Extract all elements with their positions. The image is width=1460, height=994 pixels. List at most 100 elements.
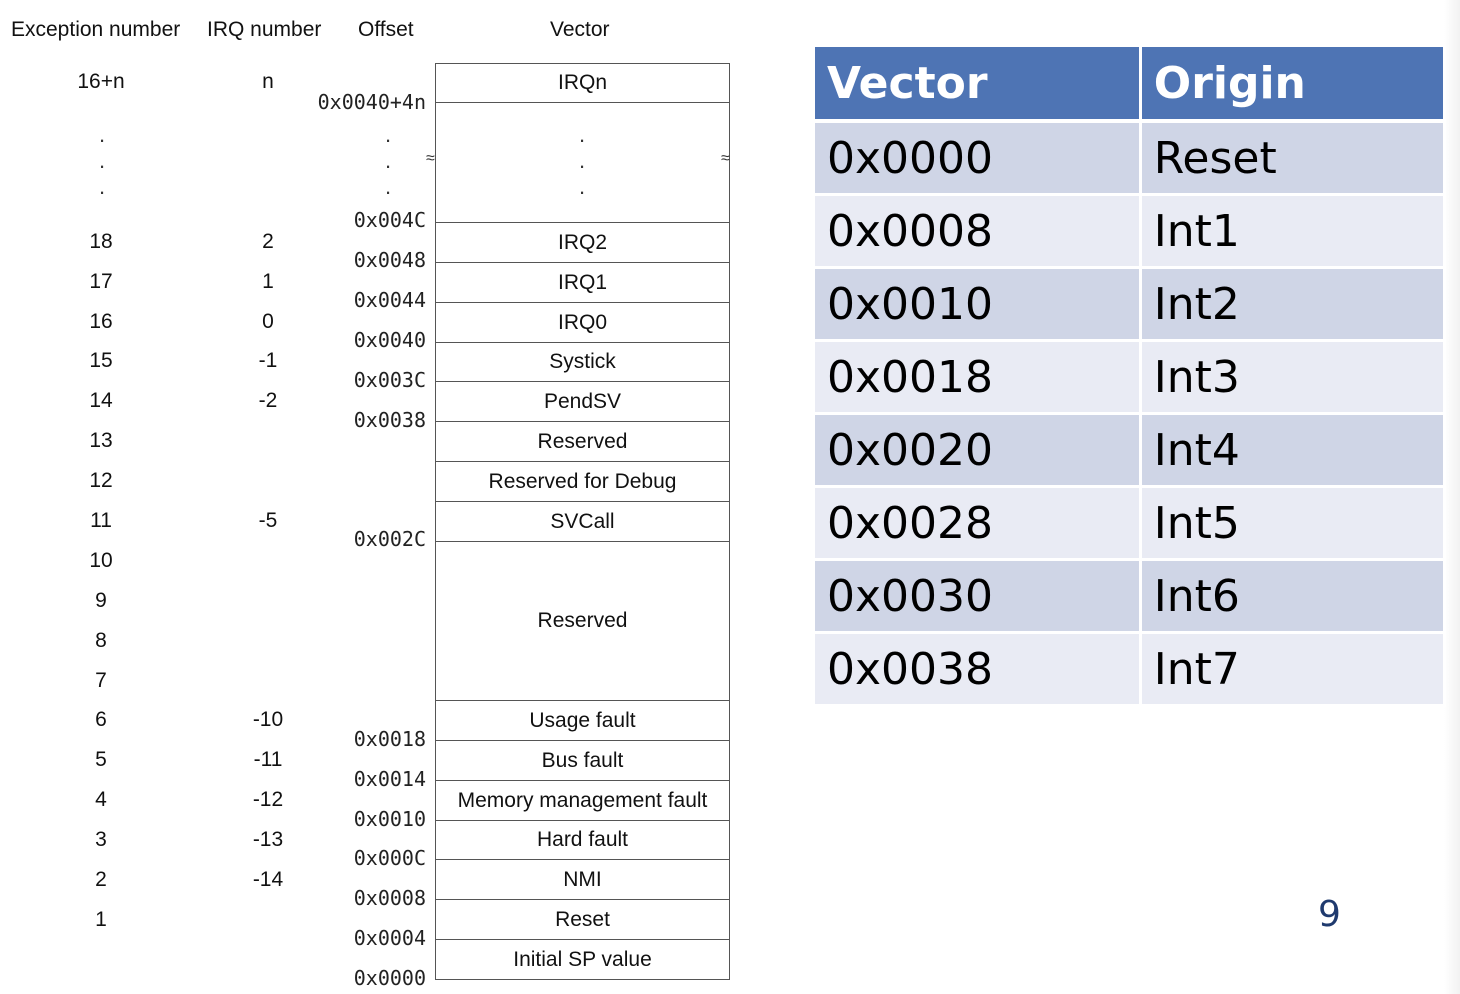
- table-row: 0x0008 Int1: [815, 194, 1447, 269]
- vector-systick: Systick: [435, 342, 730, 382]
- offset-label: 0x0008: [353, 886, 426, 910]
- break-mark-icon: ≈: [721, 150, 730, 167]
- irq-number: 2: [262, 230, 274, 253]
- table-row: 0x0000 Reset: [815, 121, 1447, 196]
- offset-label: 0x0018: [353, 727, 426, 751]
- offset-label: 0x0004: [353, 926, 426, 950]
- exception-number: 14: [89, 389, 113, 412]
- dot: .: [384, 122, 392, 147]
- header-offset: Offset: [358, 18, 414, 41]
- exception-number: 15: [89, 349, 113, 372]
- exception-number: 10: [89, 549, 113, 572]
- offset-label: 0x0048: [353, 248, 426, 272]
- vector-irq0: IRQ0: [435, 302, 730, 343]
- dot: .: [98, 174, 106, 199]
- offset-label: 0x0044: [353, 288, 426, 312]
- cell-origin: Int3: [1140, 340, 1447, 415]
- offset-label: 0x0040+4n: [317, 90, 426, 114]
- exception-number: 16+n: [77, 70, 125, 93]
- exception-number: 8: [95, 629, 107, 652]
- exception-number: 18: [89, 230, 113, 253]
- cell-vector: 0x0010: [815, 267, 1142, 342]
- offset-dots: . . .: [378, 122, 398, 200]
- offset-label: 0x002C: [353, 527, 426, 551]
- cell-origin: Int1: [1140, 194, 1447, 269]
- offset-label: 0x0014: [353, 767, 426, 791]
- dot: .: [384, 174, 392, 199]
- cell-vector: 0x0030: [815, 559, 1142, 634]
- dot: .: [578, 122, 586, 147]
- irq-number: 1: [262, 270, 274, 293]
- header-vector: Vector: [550, 18, 610, 41]
- offset-label: 0x003C: [353, 368, 426, 392]
- exception-number: 6: [95, 708, 107, 731]
- irq-number: -5: [258, 509, 278, 532]
- table-row: 0x0038 Int7: [815, 632, 1447, 707]
- irq-number: -13: [252, 828, 284, 851]
- irq-number: 0: [262, 310, 274, 333]
- table-row: 0x0028 Int5: [815, 486, 1447, 561]
- irq-number: -11: [253, 748, 283, 771]
- dot: .: [578, 174, 586, 199]
- column-header-vector: Vector: [815, 47, 1142, 123]
- cell-vector: 0x0038: [815, 632, 1142, 707]
- vector-svcall: SVCall: [435, 501, 730, 542]
- exception-number: 13: [89, 429, 113, 452]
- table-row: 0x0018 Int3: [815, 340, 1447, 415]
- exception-number: 16: [89, 310, 113, 333]
- exception-number: 9: [95, 589, 107, 612]
- vector-origin-table: Vector Origin 0x0000 Reset 0x0008 Int1 0…: [815, 47, 1447, 707]
- irq-number: -12: [252, 788, 284, 811]
- break-mark-icon: ≈: [426, 150, 435, 167]
- table-row: 0x0030 Int6: [815, 559, 1447, 634]
- cell-vector: 0x0020: [815, 413, 1142, 488]
- cell-origin: Int5: [1140, 486, 1447, 561]
- cell-vector: 0x0028: [815, 486, 1142, 561]
- exception-number: 3: [95, 828, 107, 851]
- irq-number: -2: [258, 389, 278, 412]
- cell-origin: Reset: [1140, 121, 1447, 196]
- vector-memory-management-fault: Memory management fault: [435, 780, 730, 821]
- exception-number: 12: [89, 469, 113, 492]
- vector-hard-fault: Hard fault: [435, 820, 730, 860]
- cell-vector: 0x0008: [815, 194, 1142, 269]
- cell-vector: 0x0000: [815, 121, 1142, 196]
- cell-origin: Int7: [1140, 632, 1447, 707]
- irq-number: n: [262, 70, 274, 93]
- exception-number: 1: [95, 908, 107, 931]
- offset-label: 0x0038: [353, 408, 426, 432]
- table-row: 0x0020 Int4: [815, 413, 1447, 488]
- cell-origin: Int6: [1140, 559, 1447, 634]
- table-row: 0x0010 Int2: [815, 267, 1447, 342]
- header-irq-number: IRQ number: [207, 18, 322, 41]
- offset-label: 0x0000: [353, 966, 426, 990]
- exception-number: 7: [95, 669, 107, 692]
- dot: .: [98, 122, 106, 147]
- vector-dots: . . .: [572, 122, 592, 200]
- vector-reserved: Reserved: [435, 421, 730, 462]
- cell-origin: Int2: [1140, 267, 1447, 342]
- table-header-row: Vector Origin: [815, 47, 1447, 123]
- exception-number: 11: [90, 509, 112, 532]
- irq-number: -14: [252, 868, 284, 891]
- exception-number: 17: [89, 270, 113, 293]
- dot: .: [384, 148, 392, 173]
- vector-irq2: IRQ2: [435, 222, 730, 263]
- vector-reserved-block: Reserved: [435, 541, 730, 701]
- irq-number: -10: [252, 708, 284, 731]
- offset-label: 0x004C: [353, 208, 426, 232]
- irq-number: -1: [258, 349, 278, 372]
- exception-number: 4: [95, 788, 107, 811]
- dot: .: [578, 148, 586, 173]
- vector-reset: Reset: [435, 899, 730, 940]
- offset-label: 0x000C: [353, 846, 426, 870]
- vector-usage-fault: Usage fault: [435, 700, 730, 741]
- cell-vector: 0x0018: [815, 340, 1142, 415]
- dot: .: [98, 148, 106, 173]
- exception-dots: . . .: [92, 122, 112, 200]
- vector-nmi: NMI: [435, 859, 730, 900]
- vector-bus-fault: Bus fault: [435, 740, 730, 781]
- vector-irq1: IRQ1: [435, 262, 730, 303]
- cell-origin: Int4: [1140, 413, 1447, 488]
- exception-number: 5: [95, 748, 107, 771]
